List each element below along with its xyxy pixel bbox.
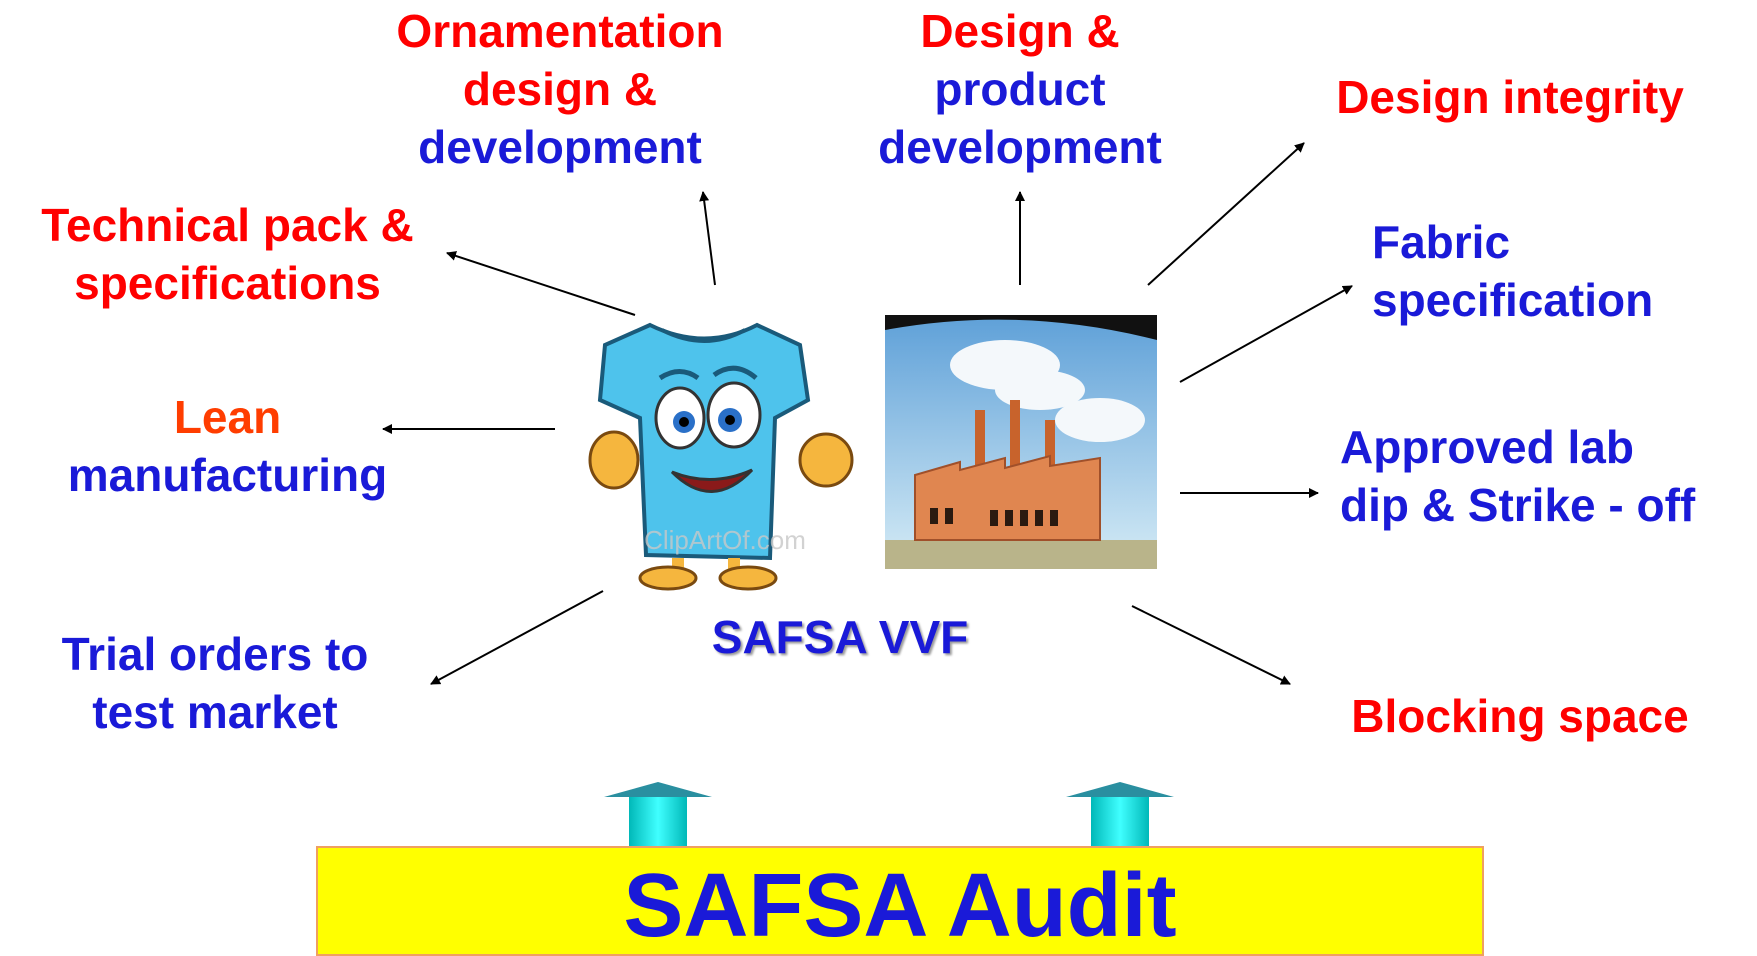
lean-line2: manufacturing	[67, 449, 388, 501]
label-design-product: Design & product development	[850, 2, 1190, 176]
arrow-fabric-spec	[1179, 285, 1353, 383]
arrow-trial-orders	[430, 590, 604, 685]
upward-arrow-right	[1066, 782, 1174, 847]
arrow-design-integrity	[1147, 142, 1305, 286]
label-trial-orders: Trial orders to test market	[20, 625, 410, 741]
approved-lab-line2: dip & Strike - off	[1340, 479, 1696, 531]
label-fabric-spec: Fabric specification	[1372, 213, 1712, 329]
arrow-ornamentation	[699, 191, 716, 286]
label-technical-pack: Technical pack & specifications	[5, 196, 450, 312]
label-blocking-space: Blocking space	[1320, 687, 1720, 745]
trial-orders-line2: test market	[92, 686, 338, 738]
lean-line1: Lean	[173, 391, 282, 443]
label-lean: Lean manufacturing	[20, 388, 435, 504]
design-product-line3: development	[878, 121, 1162, 173]
label-ornamentation: Ornamentation design & development	[360, 2, 760, 176]
ornamentation-line3: development	[418, 121, 702, 173]
label-design-integrity: Design integrity	[1290, 68, 1730, 126]
design-product-line2: product	[934, 63, 1106, 115]
trial-orders-line1: Trial orders to	[61, 628, 369, 680]
audit-label: SAFSA Audit	[623, 856, 1177, 956]
upward-arrow-left	[604, 782, 712, 847]
fabric-spec-line1: Fabric	[1372, 216, 1511, 268]
design-integrity-line1: Design integrity	[1336, 71, 1684, 123]
arrow-blocking-space	[1131, 605, 1291, 685]
center-title: SAFSA VVF	[711, 611, 969, 663]
label-approved-lab: Approved lab dip & Strike - off	[1340, 418, 1755, 534]
approved-lab-line1: Approved lab	[1340, 421, 1634, 473]
arrow-technical-pack	[446, 251, 636, 316]
technical-pack-line2: specifications	[74, 257, 381, 309]
ornamentation-line2: design &	[462, 63, 658, 115]
technical-pack-line1: Technical pack &	[41, 199, 414, 251]
fabric-spec-line2: specification	[1372, 274, 1654, 326]
mascot-watermark: ClipArtOf.com	[644, 525, 806, 555]
ornamentation-line1: Ornamentation	[396, 5, 724, 57]
audit-box: SAFSA Audit	[316, 846, 1484, 956]
design-product-line1: Design &	[920, 5, 1120, 57]
blocking-space-line1: Blocking space	[1351, 690, 1689, 742]
